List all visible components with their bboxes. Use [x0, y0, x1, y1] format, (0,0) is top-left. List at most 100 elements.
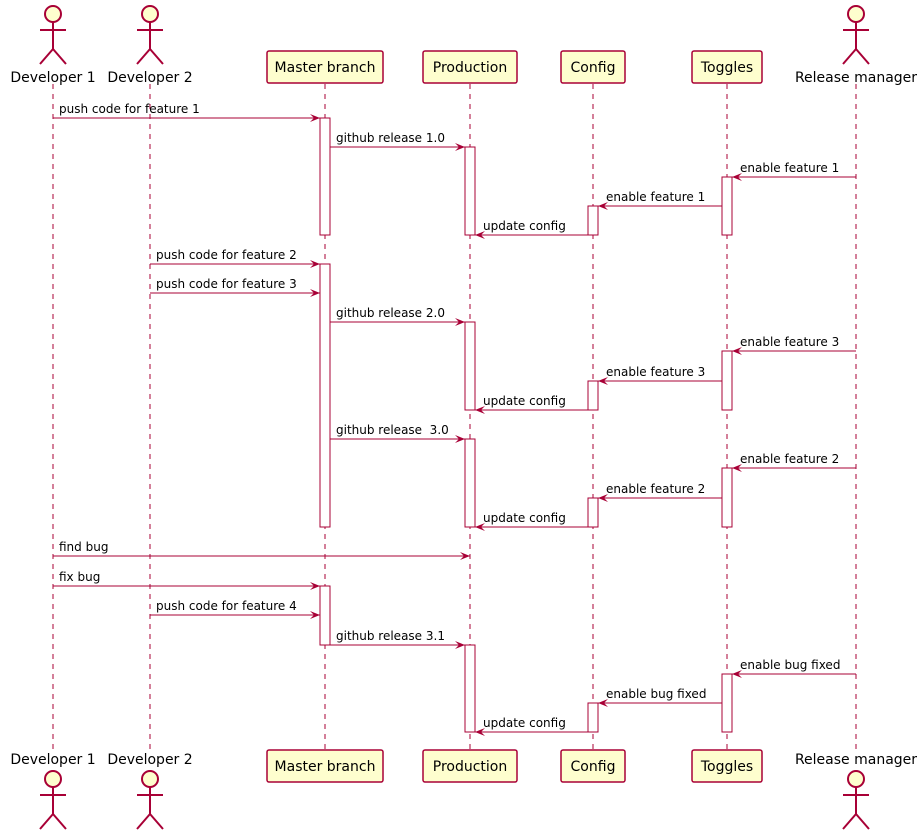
activation-bar-toggles: [721, 350, 733, 411]
arrowhead-icon: [475, 231, 485, 239]
message-label: enable bug fixed: [606, 687, 706, 701]
message-label: push code for feature 3: [156, 277, 297, 291]
activation-bar-config: [587, 380, 599, 411]
participant-name: Toggles: [700, 759, 753, 775]
arrowhead-icon: [310, 114, 320, 122]
actor-icon: [39, 5, 67, 65]
arrowhead-icon: [732, 670, 742, 678]
message-arrow: github release 1.0: [330, 131, 465, 151]
actor-icon: [136, 770, 164, 830]
participant-prod-bottom: Production: [422, 749, 518, 783]
activation-bar-prod: [464, 146, 476, 236]
message-arrow: push code for feature 2: [150, 248, 320, 268]
participant-name: Developer 1: [10, 70, 95, 86]
arrowhead-icon: [732, 173, 742, 181]
message-arrow: github release 3.1: [330, 629, 465, 649]
message-arrow: enable feature 2: [732, 452, 856, 472]
message-arrow: fix bug: [53, 570, 320, 590]
message-arrow: enable bug fixed: [732, 658, 856, 678]
participant-name: Production: [433, 759, 507, 775]
message-arrow: push code for feature 1: [53, 102, 320, 122]
message-arrow: update config: [475, 394, 588, 414]
participant-box: [266, 749, 384, 783]
arrowhead-icon: [475, 728, 485, 736]
activation-bar-prod: [464, 644, 476, 733]
message-label: github release 3.0: [336, 423, 449, 437]
participant-name: Toggles: [700, 60, 753, 76]
message-arrow: push code for feature 3: [150, 277, 320, 297]
arrowhead-icon: [732, 347, 742, 355]
message-arrow: push code for feature 4: [150, 599, 320, 619]
participant-config-bottom: Config: [560, 749, 626, 783]
participant-heads: Developer 1 Developer 1 Developer 2 Develop…: [10, 5, 917, 830]
message-arrow: github release 2.0: [330, 306, 465, 326]
message-arrow: enable feature 2: [598, 482, 722, 502]
activation-bar-prod: [464, 438, 476, 528]
participant-master-bottom: Master branch: [266, 749, 384, 783]
participant-name: Release manager: [795, 752, 917, 768]
message-label: update config: [483, 394, 566, 408]
arrowhead-icon: [310, 582, 320, 590]
activation-bar-prod: [464, 321, 476, 411]
participant-name: Release manager: [795, 70, 917, 86]
message-arrow: enable bug fixed: [598, 687, 722, 707]
activation-bar-master: [319, 263, 331, 528]
arrowhead-icon: [598, 699, 608, 707]
message-label: update config: [483, 716, 566, 730]
participant-toggles-top: Toggles: [691, 50, 763, 84]
activation-bar-config: [587, 497, 599, 528]
participant-name: Master branch: [275, 759, 376, 775]
actor-icon: [136, 5, 164, 65]
participant-box: [560, 50, 626, 84]
participant-name: Developer 1: [10, 752, 95, 768]
participant-config-top: Config: [560, 50, 626, 84]
arrowhead-icon: [598, 202, 608, 210]
arrowhead-icon: [455, 435, 465, 443]
message-arrow: enable feature 3: [598, 365, 722, 385]
participant-name: Developer 2: [107, 70, 192, 86]
participant-box: [560, 749, 626, 783]
message-arrow: enable feature 3: [732, 335, 856, 355]
message-label: github release 2.0: [336, 306, 445, 320]
participant-box: [691, 749, 763, 783]
arrowhead-icon: [460, 552, 470, 560]
message-label: enable feature 3: [740, 335, 839, 349]
message-arrow: find bug: [53, 540, 470, 560]
participant-name: Config: [571, 60, 616, 76]
message-arrow: update config: [475, 219, 588, 239]
message-arrow: enable feature 1: [598, 190, 722, 210]
activation-bar-toggles: [721, 673, 733, 733]
activation-bar-config: [587, 205, 599, 236]
participant-box: [422, 50, 518, 84]
message-label: enable feature 3: [606, 365, 705, 379]
arrowhead-icon: [475, 406, 485, 414]
activation-bar-master: [319, 585, 331, 646]
actor-icon: [842, 5, 870, 65]
participant-dev1-top: Developer 1: [10, 5, 96, 86]
activation-bar-toggles: [721, 467, 733, 528]
participant-name: Developer 2: [107, 752, 192, 768]
message-label: github release 1.0: [336, 131, 445, 145]
participant-dev2-bottom: Developer 2: [107, 752, 193, 830]
actor-icon: [842, 770, 870, 830]
message-label: push code for feature 4: [156, 599, 297, 613]
message-arrow: github release 3.0: [330, 423, 465, 443]
participant-prod-top: Production: [422, 50, 518, 84]
participant-box: [422, 749, 518, 783]
arrowhead-icon: [455, 641, 465, 649]
message-label: enable bug fixed: [740, 658, 840, 672]
activation-bar-master: [319, 117, 331, 236]
arrowhead-icon: [732, 464, 742, 472]
participant-dev1-bottom: Developer 1: [10, 752, 96, 830]
arrowhead-icon: [475, 523, 485, 531]
participant-rm-bottom: Release manager: [795, 752, 917, 830]
participant-name: Config: [571, 759, 616, 775]
activation-bar-config: [587, 702, 599, 733]
participant-name: Master branch: [275, 60, 376, 76]
message-label: push code for feature 1: [59, 102, 200, 116]
message-label: update config: [483, 219, 566, 233]
message-arrow: enable feature 1: [732, 161, 856, 181]
arrowhead-icon: [455, 318, 465, 326]
arrowhead-icon: [598, 494, 608, 502]
